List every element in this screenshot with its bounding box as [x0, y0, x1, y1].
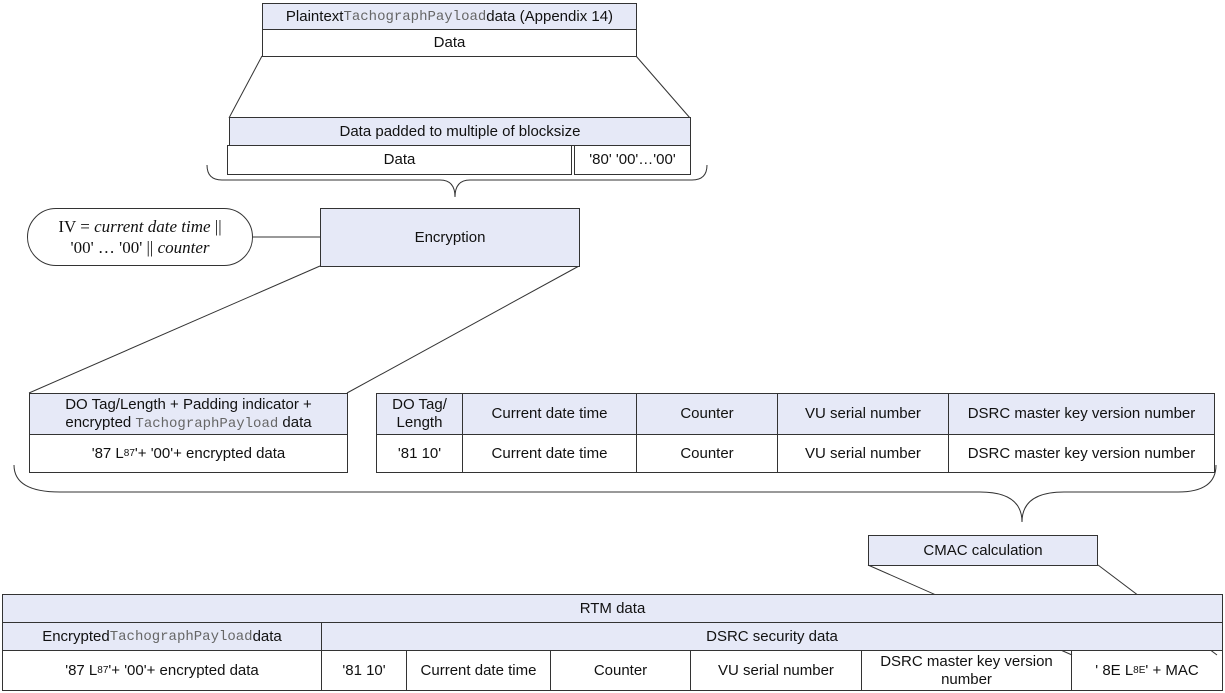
- rtm-value-counter: Counter: [550, 650, 691, 691]
- rtm-enc-header: Encrypted TachographPayload data: [2, 622, 322, 651]
- dsrc-value-key: DSRC master key version number: [948, 434, 1215, 473]
- rtm-value-date: Current date time: [406, 650, 551, 691]
- rtm-value-key: DSRC master key version number: [861, 650, 1072, 691]
- rtm-mac-sub: 8E: [1133, 664, 1146, 676]
- rtm-enc-value-suffix: '+ '00'+ encrypted data: [108, 661, 259, 679]
- rtm-mac-suffix: ' + MAC: [1145, 661, 1199, 679]
- dsrc-value-tag: '81 10': [376, 434, 463, 473]
- rtm-enc-header-prefix: Encrypted: [42, 627, 110, 645]
- do-value-sub: 87: [123, 447, 135, 459]
- do-header: DO Tag/Length + Padding indicator + encr…: [29, 393, 348, 435]
- dsrc-header-key: DSRC master key version number: [948, 393, 1215, 435]
- do-header-line1: DO Tag/Length + Padding indicator +: [65, 395, 312, 413]
- do-header-line2-mono: TachographPayload: [135, 415, 279, 432]
- rtm-mac-prefix: ' 8E L: [1095, 661, 1134, 679]
- iv-zeros: '00' … '00' ||: [70, 238, 154, 257]
- dsrc-header-tag: DO Tag/ Length: [376, 393, 463, 435]
- iv-lhs: IV =: [58, 217, 95, 236]
- dsrc-header-counter: Counter: [636, 393, 778, 435]
- cmac-box: CMAC calculation: [868, 535, 1098, 566]
- iv-counter: counter: [157, 238, 210, 257]
- dsrc-value-date: Current date time: [462, 434, 637, 473]
- plaintext-title-prefix: Plaintext: [285, 7, 344, 25]
- iv-current-date-time: current date time: [94, 217, 211, 236]
- iv-sep: ||: [210, 217, 222, 236]
- dsrc-header-date: Current date time: [462, 393, 637, 435]
- rtm-value-tag: '81 10': [321, 650, 407, 691]
- dsrc-value-counter: Counter: [636, 434, 778, 473]
- do-value-prefix: '87 L: [91, 444, 124, 462]
- padded-data-cell: Data: [227, 145, 572, 175]
- rtm-enc-value-sub: 87: [97, 664, 109, 676]
- plaintext-title: Plaintext TachographPayload data (Append…: [262, 3, 637, 30]
- dsrc-value-vu: VU serial number: [777, 434, 949, 473]
- plaintext-data-cell: Data: [262, 29, 637, 57]
- rtm-title: RTM data: [2, 594, 1223, 623]
- plaintext-title-suffix: data (Appendix 14): [486, 7, 614, 25]
- do-header-line2-prefix: encrypted: [65, 413, 136, 431]
- do-header-line2-suffix: data: [278, 413, 312, 431]
- encryption-box: Encryption: [320, 208, 580, 267]
- rtm-enc-value-prefix: '87 L: [65, 661, 98, 679]
- plaintext-title-mono: TachographPayload: [343, 8, 487, 25]
- rtm-enc-header-mono: TachographPayload: [109, 628, 253, 645]
- rtm-value-vu: VU serial number: [690, 650, 862, 691]
- rtm-dsrc-header: DSRC security data: [321, 622, 1223, 651]
- iv-label: IV = current date time || '00' … '00' ||…: [27, 208, 253, 266]
- padding-cell: '80' '00'…'00': [574, 145, 691, 175]
- rtm-enc-header-suffix: data: [252, 627, 282, 645]
- dsrc-header-vu: VU serial number: [777, 393, 949, 435]
- do-value-suffix: '+ '00'+ encrypted data: [134, 444, 286, 462]
- padded-title: Data padded to multiple of blocksize: [229, 117, 691, 146]
